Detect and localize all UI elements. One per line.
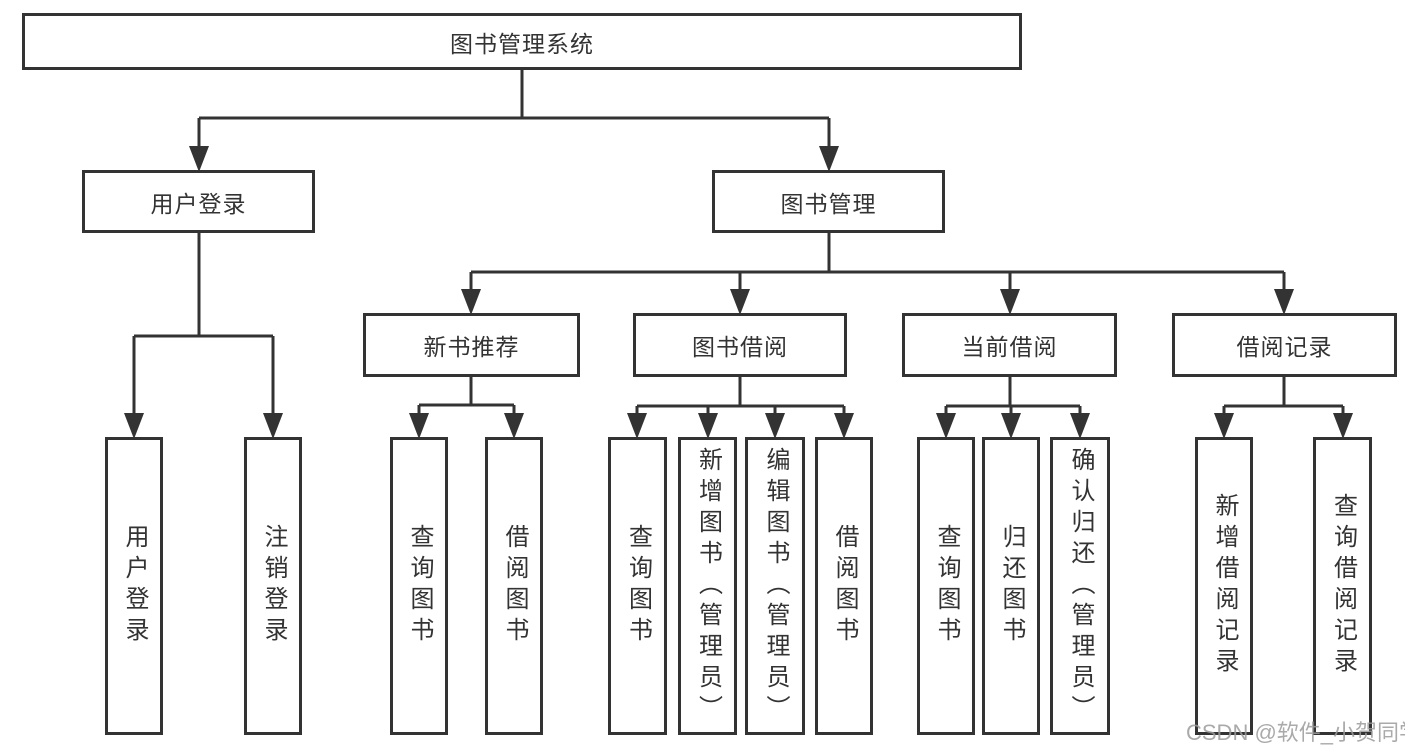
- leaf-logout: 注销登录: [244, 437, 302, 735]
- leaf-query-books-2: 查询图书: [608, 437, 667, 735]
- connector-user-login: [132, 233, 275, 419]
- csdn-watermark: CSDN @软件_小贺同学: [1186, 720, 1405, 745]
- connector-new-book-recommend: [417, 377, 516, 419]
- node-label: 用户登录: [150, 190, 247, 217]
- node-book-management: 图书管理: [712, 170, 945, 233]
- arrow-icon: [1214, 413, 1234, 439]
- node-label: 新书推荐: [423, 334, 520, 360]
- leaf-add-borrow-record: 新增借阅记录: [1195, 437, 1253, 735]
- arrow-icon: [730, 289, 750, 315]
- node-label: 当前借阅: [961, 334, 1058, 360]
- arrow-icon: [1333, 413, 1353, 439]
- arrow-icon: [1274, 289, 1294, 315]
- node-label: 查询图书: [624, 524, 652, 648]
- node-label: 新增借阅记录: [1211, 493, 1238, 679]
- node-label: 编辑图书（管理员）: [762, 446, 789, 726]
- arrow-icon: [819, 146, 839, 172]
- node-label: 图书管理系统: [450, 30, 594, 57]
- arrow-icon: [504, 413, 524, 439]
- connector-book-borrowing: [635, 377, 846, 419]
- arrow-icon: [409, 413, 429, 439]
- node-library-management-system: 图书管理系统: [22, 13, 1022, 70]
- arrow-icon: [698, 413, 718, 439]
- arrow-icon: [124, 413, 144, 439]
- node-label: 图书管理: [780, 190, 877, 217]
- arrow-icon: [1070, 413, 1090, 439]
- node-label: 查询图书: [406, 524, 433, 648]
- node-label: 确认归还（管理员）: [1067, 446, 1094, 726]
- connector-root: [197, 70, 831, 152]
- leaf-query-borrow-record: 查询借阅记录: [1313, 437, 1372, 735]
- arrow-icon: [936, 413, 956, 439]
- node-label: 新增图书（管理员）: [694, 446, 722, 726]
- node-label: 借阅图书: [831, 524, 858, 648]
- node-new-book-recommend: 新书推荐: [363, 313, 580, 377]
- node-label: 查询图书: [933, 524, 960, 648]
- node-label: 用户登录: [121, 524, 148, 648]
- connector-current-borrowing: [944, 377, 1082, 419]
- node-label: 图书借阅: [692, 334, 788, 360]
- leaf-confirm-return-admin: 确认归还（管理员）: [1050, 437, 1110, 735]
- node-label: 查询借阅记录: [1329, 493, 1357, 679]
- leaf-query-books-1: 查询图书: [390, 437, 448, 735]
- node-book-borrowing: 图书借阅: [633, 313, 847, 377]
- leaf-borrow-books-2: 借阅图书: [815, 437, 873, 735]
- node-label: 借阅记录: [1236, 334, 1333, 360]
- arrow-icon: [461, 289, 481, 315]
- arrow-icon: [189, 146, 209, 172]
- node-label: 借阅图书: [501, 524, 528, 648]
- leaf-user-login: 用户登录: [105, 437, 163, 735]
- arrow-icon: [765, 413, 785, 439]
- arrow-icon: [627, 413, 647, 439]
- arrow-icon: [834, 413, 854, 439]
- arrow-icon: [1001, 413, 1021, 439]
- leaf-borrow-books-1: 借阅图书: [485, 437, 543, 735]
- node-label: 归还图书: [998, 524, 1025, 648]
- arrow-icon: [263, 413, 283, 439]
- leaf-edit-book-admin: 编辑图书（管理员）: [745, 437, 805, 735]
- arrow-icon: [1000, 289, 1020, 315]
- connector-book-management: [469, 233, 1286, 295]
- node-label: 注销登录: [260, 524, 287, 648]
- connector-borrow-records: [1222, 377, 1345, 419]
- node-borrow-records: 借阅记录: [1172, 313, 1397, 377]
- leaf-add-book-admin: 新增图书（管理员）: [678, 437, 737, 735]
- leaf-return-book: 归还图书: [982, 437, 1040, 735]
- leaf-query-books-3: 查询图书: [917, 437, 975, 735]
- node-user-login: 用户登录: [82, 170, 315, 233]
- node-current-borrowing: 当前借阅: [902, 313, 1117, 377]
